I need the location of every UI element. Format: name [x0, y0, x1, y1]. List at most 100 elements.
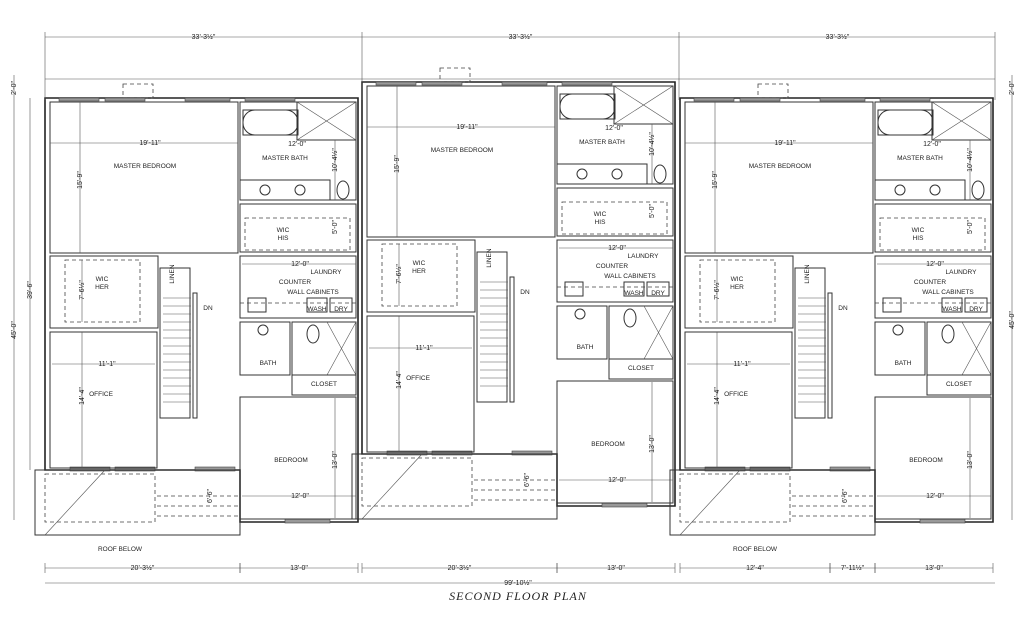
bay-projection — [122, 83, 154, 99]
label-linen: LINEN — [486, 248, 493, 267]
roof-below-dashed — [361, 457, 473, 507]
shower-x — [326, 321, 357, 376]
room-closet — [926, 374, 992, 396]
roof-below-dashed — [44, 473, 156, 523]
dim-master-bath-depth: 10'-4½" — [966, 148, 974, 172]
shower-x — [961, 321, 992, 376]
label-his: HIS — [595, 219, 607, 226]
dim-porch-depth: 6'-6" — [207, 489, 214, 503]
window — [739, 97, 781, 102]
sink-icon — [576, 168, 588, 180]
label-wic: WIC — [594, 211, 607, 218]
label-master-bedroom: MASTER BEDROOM — [431, 147, 493, 154]
shower-x — [643, 305, 674, 360]
overall-width-dim: 99'-10½" — [504, 579, 532, 587]
bottom-dim: 20'-3½" — [131, 564, 155, 572]
sink-icon — [257, 324, 269, 336]
toilet-icon — [653, 164, 667, 184]
label-wic: WIC — [96, 276, 109, 283]
label-laundry: LAUNDRY — [946, 269, 978, 276]
label-his: HIS — [913, 235, 925, 242]
dim-master-bedroom-width: 19'-11" — [774, 140, 796, 147]
laundry-sink — [247, 297, 267, 313]
label-dn: DN — [838, 305, 848, 312]
label-office: OFFICE — [89, 391, 113, 398]
label-dry: DRY — [651, 290, 665, 297]
wic-his-shelving — [244, 217, 351, 251]
top-dim: 33'-3½" — [826, 33, 850, 41]
dim-master-bath-depth: 10'-4½" — [648, 132, 656, 156]
label-wic: WIC — [277, 227, 290, 234]
dim-wic-her-depth: 7'-6½" — [395, 264, 403, 284]
dim-wic-her-depth: 7'-6½" — [78, 280, 86, 300]
label-bedroom: BEDROOM — [909, 457, 943, 464]
roof-diagonal — [44, 469, 106, 536]
label-linen: LINEN — [169, 264, 176, 283]
bottom-dim: 12'-4" — [746, 565, 764, 572]
room-laundry — [874, 255, 992, 319]
stair-rail — [192, 292, 198, 419]
toilet-icon — [336, 180, 350, 200]
bathtub — [559, 93, 616, 120]
label-bath: BATH — [260, 360, 277, 367]
dim-master-bedroom-depth: 15'-9" — [394, 155, 401, 173]
room-wic-her — [684, 255, 794, 329]
room-master-bedroom — [366, 85, 556, 238]
label-roof-below: ROOF BELOW — [733, 546, 778, 553]
toilet-icon — [941, 324, 955, 344]
label-master-bath: MASTER BATH — [262, 155, 308, 162]
dim-office-width: 11'-1" — [98, 361, 116, 368]
label-office: OFFICE — [406, 375, 430, 382]
label-master-bath: MASTER BATH — [579, 139, 625, 146]
room-bedroom — [239, 396, 357, 520]
label-closet: CLOSET — [311, 381, 337, 388]
label-wic: WIC — [413, 260, 426, 267]
room-office — [366, 315, 475, 453]
label-wash: WASH — [942, 306, 962, 313]
left-dim: 45'-0" — [11, 321, 18, 339]
window — [561, 81, 613, 86]
stair — [476, 251, 508, 403]
dim-porch-depth: 6'-6" — [524, 473, 531, 487]
bathtub-basin — [559, 93, 616, 120]
shower-room — [291, 321, 357, 376]
double-vanity — [239, 179, 331, 201]
sink-icon — [574, 308, 586, 320]
room-bedroom — [556, 380, 674, 504]
room-master-bedroom — [49, 101, 239, 254]
dim-bedroom-depth: 13'-0" — [649, 435, 656, 453]
dim-office-width: 11'-1" — [733, 361, 751, 368]
room-bath — [556, 305, 608, 360]
roof-diagonal — [679, 469, 741, 536]
window — [749, 466, 791, 472]
bottom-dim: 7'-11½" — [841, 564, 865, 572]
dim-master-bedroom-width: 19'-11" — [456, 124, 478, 131]
overall-dimensions: 33'-3½"33'-3½"33'-3½"99'-10½"2'-0"39'-6"… — [11, 32, 1016, 587]
label-her: HER — [95, 284, 109, 291]
label-closet: CLOSET — [628, 365, 654, 372]
room-closet — [291, 374, 357, 396]
washer — [623, 281, 645, 297]
top-dim: 33'-3½" — [509, 33, 533, 41]
window — [819, 97, 866, 102]
dim-porch-depth: 6'-6" — [842, 489, 849, 503]
dim-master-bath-width: 12'-0" — [605, 125, 623, 132]
label-bath: BATH — [577, 344, 594, 351]
plan-title: SECOND FLOOR PLAN — [449, 589, 587, 603]
dim-master-bath-depth: 10'-4½" — [331, 148, 339, 172]
label-wall-cabinets: WALL CABINETS — [287, 289, 339, 296]
label-dry: DRY — [334, 306, 348, 313]
shower-room — [926, 321, 992, 376]
window — [431, 450, 473, 456]
room-closet — [608, 358, 674, 380]
label-roof-below: ROOF BELOW — [98, 546, 143, 553]
sink-icon — [894, 184, 906, 196]
label-wash: WASH — [307, 306, 327, 313]
label-master-bedroom: MASTER BEDROOM — [749, 163, 811, 170]
label-her: HER — [412, 268, 426, 275]
bathtub-basin — [242, 109, 299, 136]
dim-laundry-width: 12'-0" — [291, 261, 309, 268]
window — [69, 466, 111, 472]
